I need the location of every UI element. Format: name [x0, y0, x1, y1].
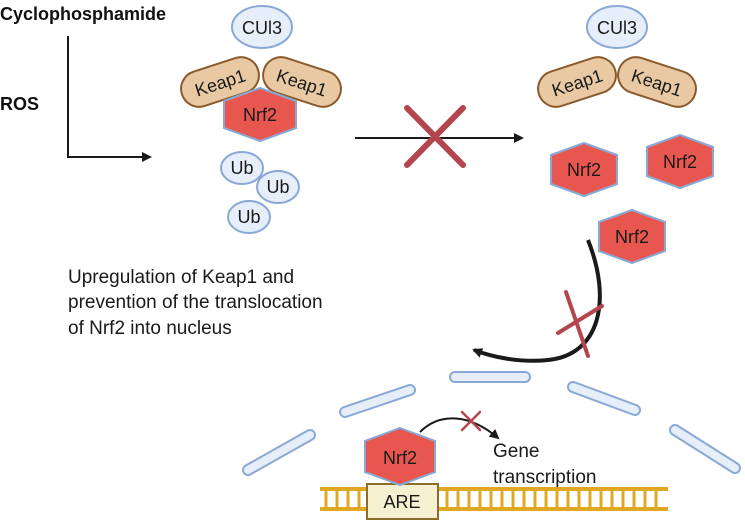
nrf2-free-shape-3 [598, 208, 666, 265]
ros-label: ROS [0, 94, 39, 114]
cul3-right-label: CUl3 [597, 18, 637, 38]
nrf2-bound-label: Nrf2 [243, 105, 277, 125]
ub-shape-1 [220, 151, 264, 185]
gene-transcription-line-2: transcription [493, 467, 597, 488]
transcription-arrow [419, 417, 500, 440]
nrf2-free-shape-2 [646, 133, 714, 190]
translocation-arrow [472, 239, 602, 363]
nrf2-free-label-1: Nrf2 [567, 160, 601, 180]
gene-transcription-line-1: Gene [493, 441, 539, 462]
are-label: ARE [383, 492, 420, 512]
caption: Upregulation of Keap1 and prevention of … [68, 267, 328, 339]
caption-line-1: Upregulation of Keap1 and [68, 267, 294, 288]
right-complex: CUl3 Keap1 Keap1 [537, 5, 697, 108]
block-x-icon [404, 105, 466, 168]
ub-label-1: Ub [230, 158, 253, 178]
nrf2-free-label-3: Nrf2 [615, 227, 649, 247]
nrf2-free-shape-1 [550, 141, 618, 198]
nrf2-nuclear-shape [364, 426, 436, 487]
cul3-label: CUl3 [242, 18, 282, 38]
ub-label-3: Ub [237, 207, 260, 227]
cul3-right-shape [586, 5, 648, 49]
cul3-shape [231, 5, 293, 49]
caption-line-2: prevention of the translocation [68, 292, 323, 313]
nrf2-free-label-2: Nrf2 [663, 152, 697, 172]
nuclear-membrane [242, 371, 741, 476]
ub-shape-2 [256, 170, 300, 204]
nrf2-bound-shape [223, 86, 297, 143]
keap1-right-shape [262, 56, 342, 108]
cyclophosphamide-label: Cyclophosphamide [0, 4, 166, 24]
input-arrow [67, 36, 152, 162]
nrf2-nuclear-label: Nrf2 [383, 448, 417, 468]
keap1-right-right-shape [617, 56, 697, 108]
keap1-right-left-shape [537, 56, 617, 108]
transcription-block-x-icon [460, 410, 482, 432]
caption-line-3: of Nrf2 into nucleus [68, 318, 232, 339]
translocation-block-x-icon [556, 290, 604, 358]
ub-label-2: Ub [266, 177, 289, 197]
ub-shape-3 [227, 200, 271, 234]
gene-transcription-label: Gene transcription [493, 441, 597, 488]
left-complex: CUl3 Keap1 Keap1 Nrf2 Ub Ub Ub [180, 5, 342, 234]
